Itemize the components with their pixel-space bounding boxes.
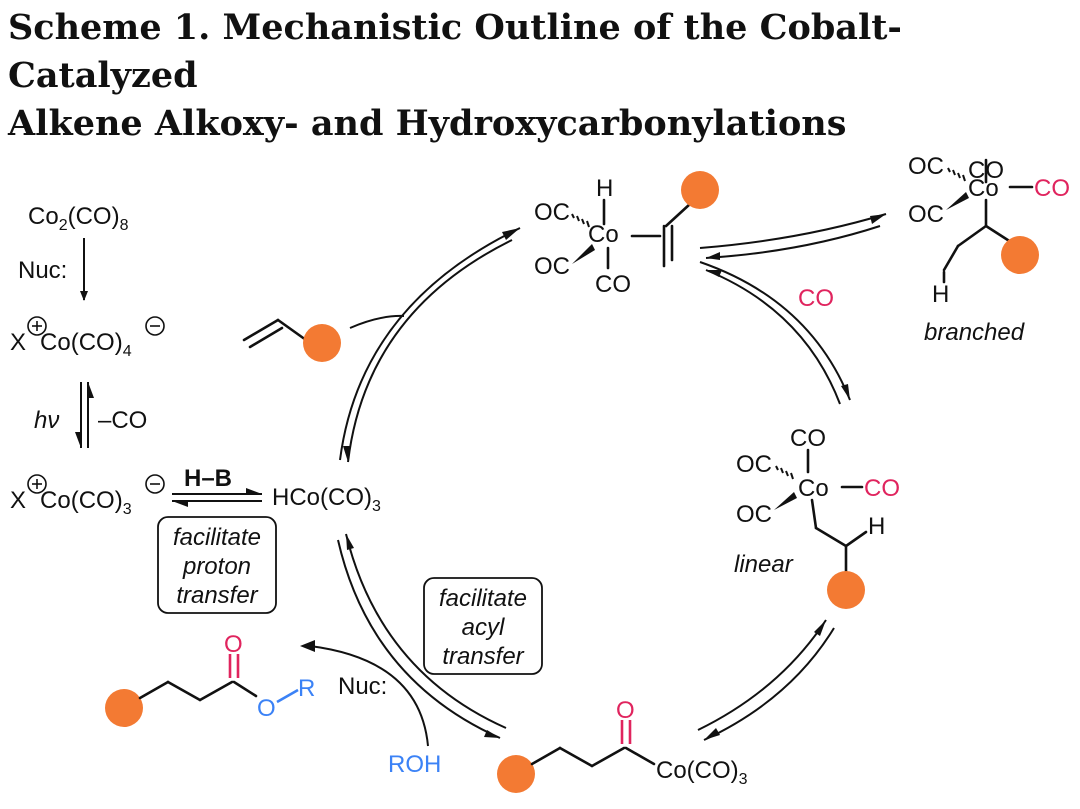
plus-charge-icon-2 (27, 474, 47, 494)
ester-carbonyl-oxygen: O (224, 631, 243, 658)
hydride-h: H (596, 175, 613, 202)
linear-oc-2: OC (736, 501, 772, 528)
ester-oxygen: O (257, 695, 276, 722)
linear-h: H (868, 513, 885, 540)
cobalt-carbonyl-dimer: Co2(CO)8 (28, 203, 129, 234)
nuc-label-left: Nuc: (18, 257, 67, 284)
alkene-substrate (242, 318, 341, 362)
substituent-ball-linear (827, 571, 865, 609)
substituent-ball-branched (1001, 236, 1039, 274)
cobalt-atom: Co (588, 221, 619, 248)
scheme-title-line2: Alkene Alkoxy- and Hydroxycarbonylations (8, 103, 847, 144)
substituent-ball (303, 324, 341, 362)
linear-alkyl-complex: CO Co OC OC CO H (736, 425, 900, 609)
co-gas-label: CO (798, 285, 834, 312)
branched-oc-1: OC (908, 153, 944, 180)
proton-box-line3: transfer (176, 582, 258, 609)
minus-charge-icon (145, 316, 165, 336)
nucleophile-attack-arrow (309, 645, 429, 747)
oc-ligand-2: OC (534, 253, 570, 280)
acyl-box-line1: facilitate (439, 585, 527, 612)
proton-box-line2: proton (182, 553, 251, 580)
plus-charge-icon (27, 316, 47, 336)
scheme-title: Scheme 1. Mechanistic Outline of the Cob… (8, 4, 1068, 148)
acyl-box-line3: transfer (442, 643, 524, 670)
minus-charge-icon-2 (145, 474, 165, 494)
oc-ligand-1: OC (534, 199, 570, 226)
linear-oc-1: OC (736, 451, 772, 478)
branched-label: branched (924, 319, 1025, 346)
acyl-cobalt-label: Co(CO)3 (656, 757, 748, 788)
cycle-arrow-left-lower (337, 539, 501, 739)
proton-box-line1: facilitate (173, 524, 261, 551)
linear-co-top: CO (790, 425, 826, 452)
branched-arrow-forward (699, 213, 887, 249)
substituent-ball-acyl (497, 755, 535, 793)
branched-cobalt: Co (968, 175, 999, 202)
hb-label: H–B (184, 465, 232, 492)
branched-h: H (932, 281, 949, 308)
linear-label: linear (734, 551, 794, 578)
roh-label: ROH (388, 751, 441, 778)
nuc-label-bottom: Nuc: (338, 673, 387, 700)
acyl-transfer-box (423, 577, 543, 675)
alkene-feed-arrow (349, 314, 405, 329)
hv-label: hν (34, 407, 59, 434)
proton-transfer-box (157, 516, 277, 614)
branched-co-pink: CO (1034, 175, 1070, 202)
branched-oc-2: OC (908, 201, 944, 228)
cycle-arrow-up-left (339, 227, 521, 461)
branched-alkyl-complex: CO Co OC OC CO H (908, 153, 1070, 308)
alkene-cobalt-complex: Co H OC OC CO (534, 171, 719, 298)
linear-co-pink: CO (864, 475, 900, 502)
linear-cobalt: Co (798, 475, 829, 502)
substituent-ball-top (681, 171, 719, 209)
minus-co-label: –CO (98, 407, 147, 434)
hydride-complex: HCo(CO)3 (272, 484, 381, 515)
acyl-cobalt-complex: O Co(CO)3 (497, 697, 748, 793)
acyl-box-line2: acyl (462, 614, 505, 641)
co-ligand-axial: CO (595, 271, 631, 298)
cycle-arrow-right-lower (697, 619, 827, 731)
substituent-ball-ester (105, 689, 143, 727)
scheme-title-line1: Scheme 1. Mechanistic Outline of the Cob… (8, 7, 902, 96)
acyl-oxygen: O (616, 697, 635, 724)
ester-r-group: R (298, 675, 315, 702)
cycle-arrow-right-upper (699, 261, 851, 401)
ester-product: O O R (105, 631, 315, 727)
